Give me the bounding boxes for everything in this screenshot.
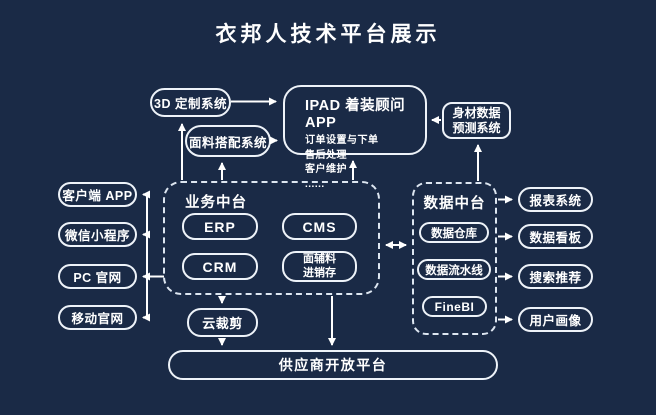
ipad-app-item: 订单设置与下单 xyxy=(305,135,379,146)
node-pc-website: PC 官网 xyxy=(58,264,137,289)
container-business-middle-platform: 业务中台 xyxy=(163,181,380,295)
node-wechat-miniprogram: 微信小程序 xyxy=(58,222,137,247)
node-crm: CRM xyxy=(182,253,258,280)
node-mobile-website: 移动官网 xyxy=(58,305,137,330)
container-data-middle-platform: 数据中台 xyxy=(412,182,497,335)
node-cloud-cutting: 云裁剪 xyxy=(187,308,258,337)
ipad-app-item: 售后处理 xyxy=(305,149,347,161)
diagram-title: 衣邦人技术平台展示 xyxy=(215,23,441,46)
node-erp: ERP xyxy=(182,213,258,240)
node-fabric-match-system: 面料搭配系统 xyxy=(185,125,271,157)
node-ipad-advisor-app: IPAD 着装顾问 APP 订单设置与下单 售后处理 客户维护 ...... xyxy=(283,85,427,190)
node-finebi: FineBI xyxy=(422,296,487,317)
node-body-data-prediction-system: 身材数据 预测系统 xyxy=(442,102,511,139)
node-supplier-open-platform: 供应商开放平台 xyxy=(168,350,498,380)
node-report-system: 报表系统 xyxy=(518,187,593,212)
data-platform-title: 数据中台 xyxy=(423,196,486,212)
node-client-app: 客户端 APP xyxy=(58,182,137,207)
ipad-app-title: IPAD 着装顾问 APP xyxy=(305,98,406,131)
node-data-warehouse: 数据仓库 xyxy=(419,222,489,243)
node-data-pipeline: 数据流水线 xyxy=(417,259,491,280)
ipad-app-item: ...... xyxy=(305,178,325,190)
node-3d-custom-system: 3D 定制系统 xyxy=(150,88,231,117)
business-platform-title: 业务中台 xyxy=(185,195,247,211)
node-fabric-inventory: 面辅料 进销存 xyxy=(282,251,357,282)
node-search-recommend: 搜索推荐 xyxy=(518,264,593,289)
ipad-app-item: 客户维护 xyxy=(305,164,347,175)
node-cms: CMS xyxy=(282,213,357,240)
node-user-profile: 用户画像 xyxy=(518,307,593,332)
node-data-dashboard: 数据看板 xyxy=(518,224,593,249)
